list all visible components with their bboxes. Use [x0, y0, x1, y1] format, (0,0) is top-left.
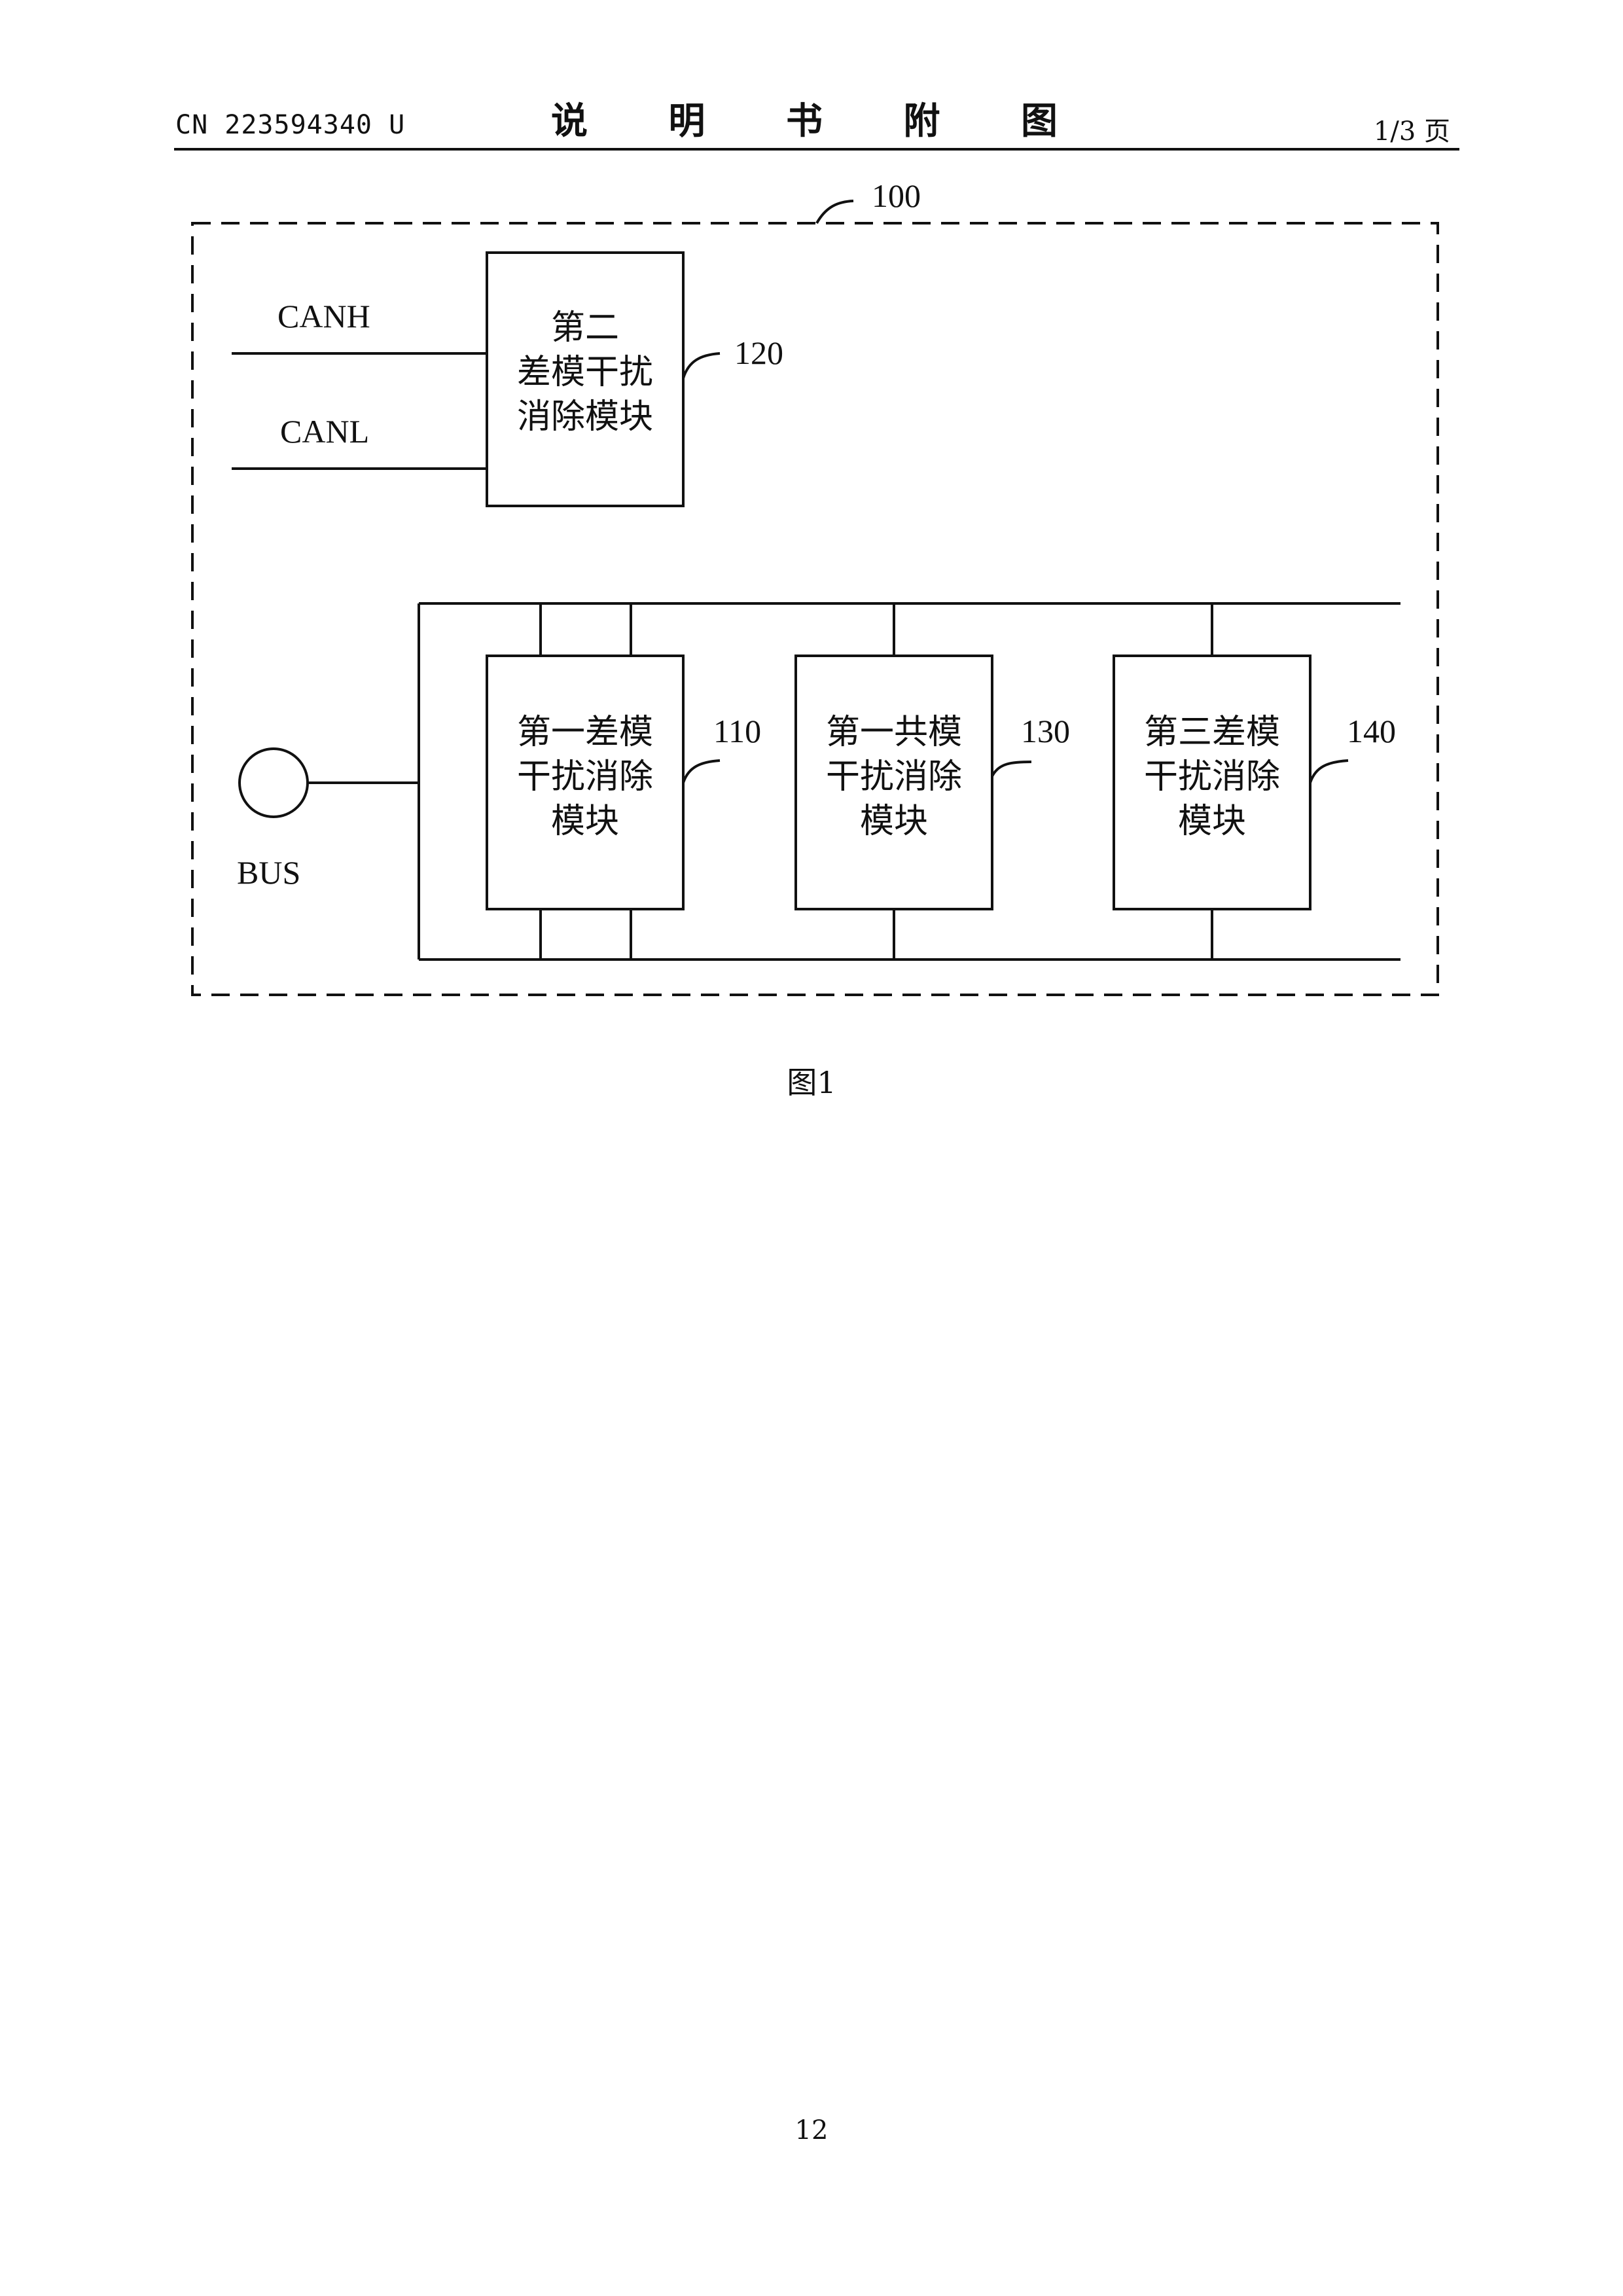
module-110-text-line-3: 模块 [551, 802, 619, 841]
ref-label-100: 100 [872, 177, 921, 214]
leader-120 [683, 353, 720, 378]
page-number: 12 [0, 2115, 1623, 2145]
module-130-text-line-2: 干扰消除 [826, 757, 962, 797]
module-120-text-line-2: 差模干扰 [517, 353, 653, 392]
module-130-text-line-3: 模块 [860, 802, 928, 841]
leader-130 [992, 762, 1031, 776]
module-140-text-line-2: 干扰消除 [1144, 757, 1280, 797]
module-110-text-line-2: 干扰消除 [517, 757, 653, 797]
leader-110 [683, 761, 720, 783]
canl-label: CANL [280, 413, 369, 450]
module-120-text-line-3: 消除模块 [517, 397, 653, 437]
bus-label: BUS [237, 854, 300, 891]
ref-label-110: 110 [713, 713, 761, 749]
module-140-text-line-1: 第三差模 [1144, 713, 1280, 752]
module-130-text-line-1: 第一共模 [826, 713, 962, 752]
bus-terminal-circle [240, 749, 308, 817]
ref-label-140: 140 [1347, 713, 1396, 749]
module-140-text-line-3: 模块 [1178, 802, 1246, 841]
figure-caption: 图1 [0, 1059, 1623, 1102]
ref-label-120: 120 [734, 334, 783, 371]
module-110-text-line-1: 第一差模 [517, 713, 653, 752]
canh-label: CANH [277, 298, 370, 334]
outer-dashed-boundary [192, 223, 1438, 995]
leader-140 [1310, 761, 1348, 783]
module-120-text-line-1: 第二 [551, 308, 619, 348]
ref-label-130: 130 [1021, 713, 1070, 749]
leader-100 [817, 201, 853, 223]
